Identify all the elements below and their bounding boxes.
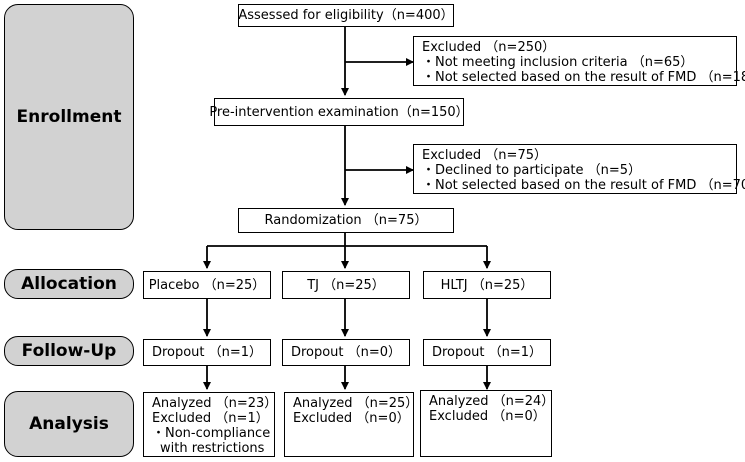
randomization-text: Randomization （n=75）: [264, 213, 428, 228]
assessed-text: Assessed for eligibility（n=400）: [238, 8, 454, 23]
stage-follow-up: Follow-Up: [4, 336, 134, 366]
stage-allocation: Allocation: [4, 269, 134, 299]
analysis-placebo-line: ・Non-compliance: [152, 426, 271, 441]
excluded-2-line: ・Declined to participate （n=5）: [422, 163, 642, 178]
stage-allocation-label: Allocation: [21, 274, 117, 294]
analysis-tj-line: Excluded （n=0）: [293, 411, 410, 426]
stage-enrollment: Enrollment: [4, 4, 134, 230]
stage-enrollment-label: Enrollment: [16, 107, 122, 127]
excluded-2-line: ・Not selected based on the result of FMD…: [422, 178, 745, 193]
analysis-tj-line: Analyzed （n=25）: [293, 396, 419, 411]
allocation-tj-box: TJ （n=25）: [282, 271, 410, 299]
analysis-tj-box: Analyzed （n=25） Excluded （n=0）: [284, 392, 419, 457]
stage-follow-up-label: Follow-Up: [21, 341, 117, 361]
allocation-hltj-box: HLTJ （n=25）: [423, 271, 551, 299]
allocation-placebo-box: Placebo （n=25）: [143, 271, 271, 299]
assessed-box: Assessed for eligibility（n=400）: [238, 4, 454, 27]
analysis-hltj-line: Analyzed （n=24）: [429, 394, 555, 409]
excluded-1-line: Excluded （n=250）: [422, 40, 556, 55]
dropout-placebo-box: Dropout （n=1）: [143, 339, 271, 366]
allocation-hltj-text: HLTJ （n=25）: [440, 277, 534, 293]
stage-analysis: Analysis: [4, 391, 134, 457]
excluded-box-1: Excluded （n=250） ・Not meeting inclusion …: [413, 36, 745, 86]
analysis-hltj-line: Excluded （n=0）: [429, 409, 546, 424]
pre-intervention-text: Pre-intervention examination（n=150）: [209, 104, 469, 120]
dropout-hltj-box: Dropout （n=1）: [423, 339, 551, 366]
pre-intervention-box: Pre-intervention examination（n=150）: [209, 98, 469, 126]
analysis-placebo-box: Analyzed （n=23） Excluded （n=1） ・Non-comp…: [143, 392, 278, 457]
dropout-tj-box: Dropout （n=0）: [282, 339, 410, 366]
dropout-hltj-text: Dropout （n=1）: [431, 345, 543, 360]
stage-analysis-label: Analysis: [29, 414, 109, 434]
analysis-hltj-box: Analyzed （n=24） Excluded （n=0）: [420, 390, 555, 457]
allocation-placebo-text: Placebo （n=25）: [148, 277, 266, 293]
allocation-tj-text: TJ （n=25）: [307, 277, 385, 293]
dropout-placebo-text: Dropout （n=1）: [151, 345, 263, 360]
excluded-box-2: Excluded （n=75） ・Declined to participate…: [413, 144, 745, 194]
excluded-1-line: ・Not selected based on the result of FMD…: [422, 70, 745, 85]
analysis-placebo-line: with restrictions: [160, 441, 265, 456]
randomization-box: Randomization （n=75）: [238, 208, 454, 233]
excluded-2-line: Excluded （n=75）: [422, 148, 547, 163]
analysis-placebo-line: Excluded （n=1）: [152, 411, 269, 426]
dropout-tj-text: Dropout （n=0）: [290, 345, 402, 360]
analysis-placebo-line: Analyzed （n=23）: [152, 396, 278, 411]
excluded-1-line: ・Not meeting inclusion criteria （n=65）: [422, 55, 694, 70]
